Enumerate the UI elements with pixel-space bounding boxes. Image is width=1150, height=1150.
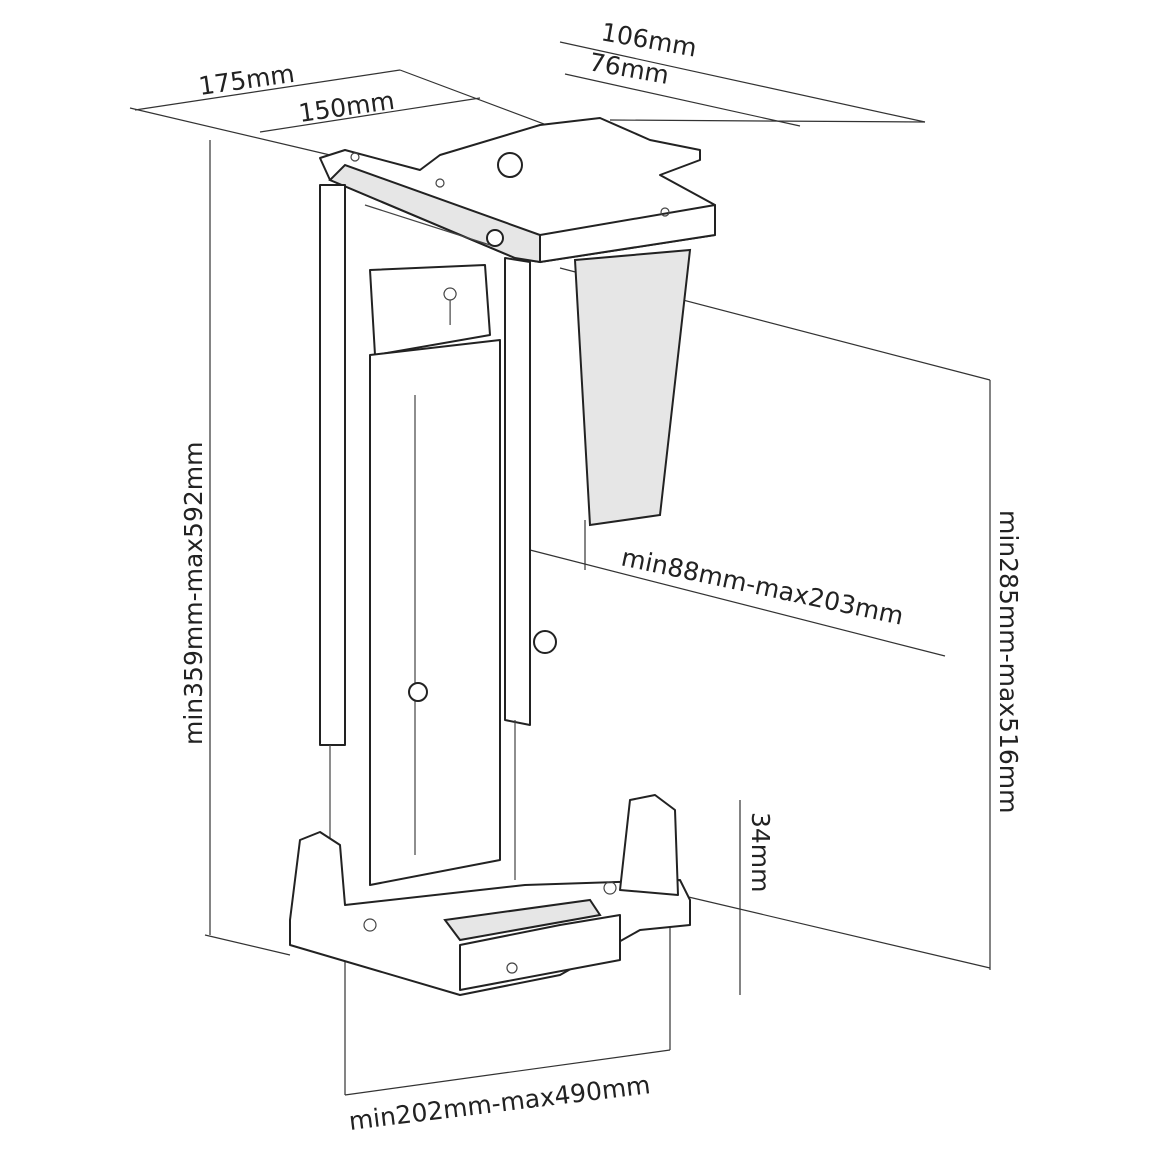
label-inner-height: min285mm-max516mm (994, 510, 1023, 813)
label-34mm: 34mm (746, 812, 775, 893)
label-width-range: min88mm-max203mm (619, 543, 906, 631)
base-tray (289, 794, 691, 996)
label-depth-range: min202mm-max490mm (347, 1070, 652, 1136)
vertical-frame (319, 184, 557, 886)
label-150mm: 150mm (297, 86, 397, 128)
label-total-height: min359mm-max592mm (179, 442, 208, 745)
side-bracket (573, 248, 692, 527)
top-mounting-plate (319, 117, 716, 264)
label-175mm: 175mm (197, 59, 297, 101)
